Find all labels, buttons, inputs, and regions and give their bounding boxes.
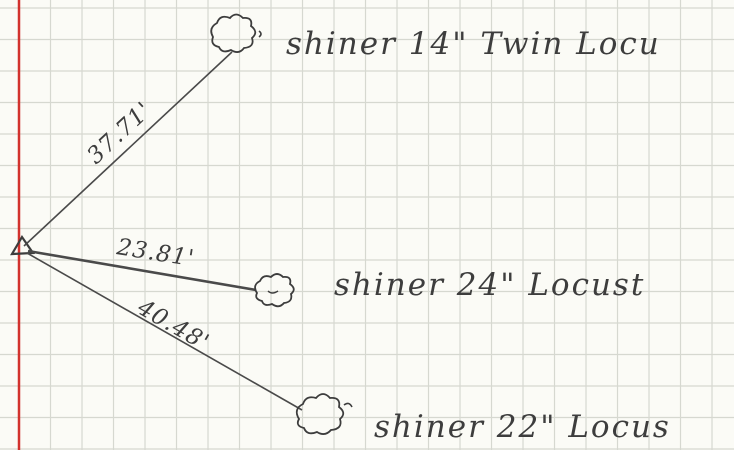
distance-label-2: 23.81' [114,234,196,272]
tree-3-canopy-icon [295,393,353,435]
distance-label-3: 40.48' [132,294,214,356]
tree-2-canopy-icon [254,273,295,308]
shot-line-3 [26,252,303,411]
station-triangle-icon [10,234,36,256]
shot-line-2 [27,249,257,292]
shot-line-1 [23,51,233,247]
tree-label-2: shiner 24" Locust [334,267,645,303]
tree-label-3: shiner 22" Locus [374,409,671,445]
tree-label-1: shiner 14" Twin Locu [286,26,661,62]
tree-1-canopy-icon [210,13,262,53]
